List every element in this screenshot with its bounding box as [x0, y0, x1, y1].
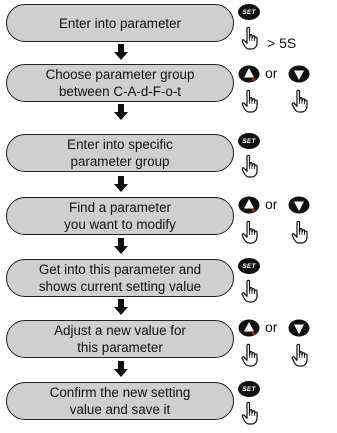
step-find-parameter: Find a parameter you want to modify	[6, 197, 234, 235]
step-enter-group: Enter into specific parameter group	[6, 134, 234, 172]
set-button-icon: SET	[238, 258, 260, 274]
step-text-line2: parameter group	[70, 154, 170, 169]
up-button-icon	[238, 319, 260, 337]
down-button-icon	[288, 319, 310, 337]
up-button-icon	[238, 196, 260, 214]
finger-press-icon	[241, 279, 259, 303]
step-text-line2: you want to modify	[64, 217, 176, 232]
down-button-icon	[288, 196, 310, 214]
down-arrow-icon	[114, 104, 128, 120]
step-text-line1: Choose parameter group	[45, 67, 195, 82]
control-up-or-down: or	[238, 316, 337, 371]
finger-press-icon	[291, 343, 309, 367]
finger-press-icon	[241, 26, 259, 50]
down-arrow-icon	[114, 238, 128, 254]
control-set-hold: SET > 5S	[238, 0, 337, 55]
up-button-icon	[238, 65, 260, 83]
or-label: or	[265, 319, 278, 335]
step-confirm-save: Confirm the new setting value and save i…	[6, 382, 234, 420]
step-get-into-parameter: Get into this parameter and shows curren…	[6, 259, 234, 297]
step-adjust-value: Adjust a new value for this parameter	[6, 320, 234, 358]
down-button-icon	[288, 65, 310, 83]
step-text-line1: Get into this parameter and	[38, 262, 202, 277]
down-arrow-icon	[114, 44, 128, 60]
step-text-line1: Find a parameter	[69, 200, 171, 215]
finger-press-icon	[241, 401, 259, 425]
control-set: SET	[238, 378, 337, 433]
finger-press-icon	[241, 220, 259, 244]
finger-press-icon	[291, 89, 309, 113]
step-enter-parameter: Enter into parameter	[6, 4, 234, 42]
control-set: SET	[238, 255, 337, 310]
step-text-line1: Enter into specific	[67, 137, 173, 152]
control-set: SET	[238, 130, 337, 185]
finger-press-icon	[241, 343, 259, 367]
set-button-icon: SET	[238, 133, 260, 149]
down-arrow-icon	[114, 176, 128, 192]
step-text-line1: Adjust a new value for	[54, 323, 186, 338]
step-text: Enter into parameter	[58, 15, 182, 31]
down-arrow-icon	[114, 299, 128, 315]
set-button-icon: SET	[238, 4, 260, 20]
finger-press-icon	[241, 154, 259, 178]
set-button-icon: SET	[238, 381, 260, 397]
or-label: or	[265, 196, 278, 212]
finger-press-icon	[241, 89, 259, 113]
hold-duration-label: > 5S	[267, 35, 297, 51]
step-text-line1: Confirm the new setting	[49, 385, 191, 400]
finger-press-icon	[291, 220, 309, 244]
step-text-line2: this parameter	[77, 340, 163, 355]
step-text-line2: shows current setting value	[38, 279, 202, 294]
step-text-line2: between C-A-d-F-o-t	[58, 84, 182, 99]
control-up-or-down: or	[238, 193, 337, 248]
step-choose-group: Choose parameter group between C-A-d-F-o…	[6, 64, 234, 102]
control-up-or-down: or	[238, 62, 337, 117]
or-label: or	[265, 65, 278, 81]
down-arrow-icon	[114, 361, 128, 377]
step-text-line2: value and save it	[69, 402, 171, 417]
